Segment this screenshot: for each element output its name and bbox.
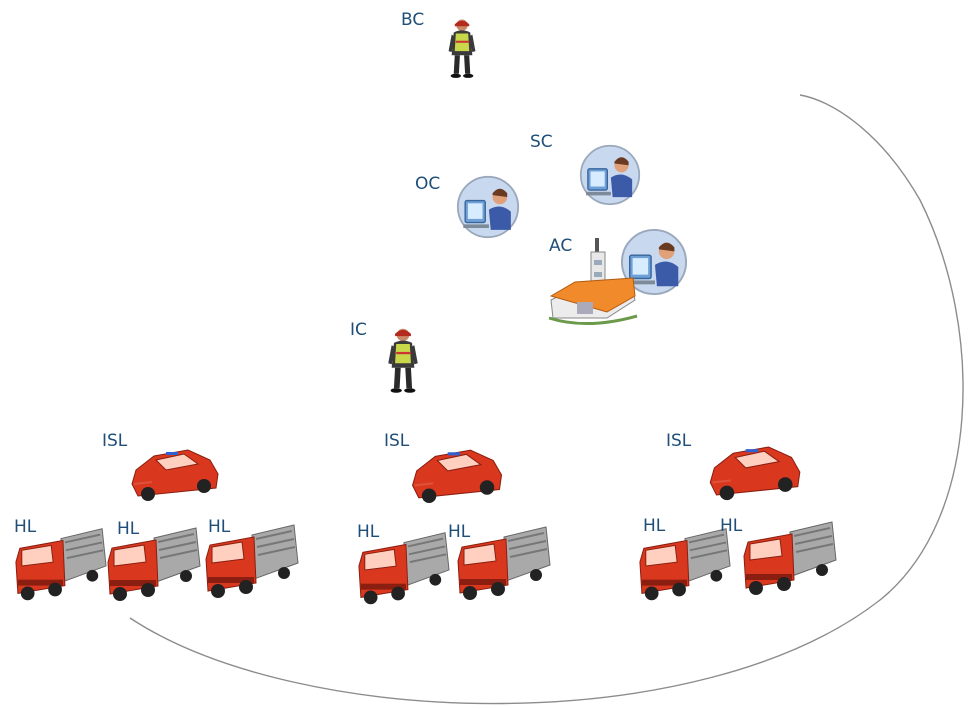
label-hl-3a: HL — [643, 516, 666, 536]
fire-truck-icon — [205, 524, 299, 599]
label-hl-1c: HL — [208, 517, 231, 537]
label-ic: IC — [350, 320, 367, 340]
label-oc: OC — [415, 174, 441, 194]
command-car-icon — [709, 445, 801, 502]
label-isl-1: ISL — [102, 431, 128, 451]
label-hl-3b: HL — [720, 516, 743, 536]
fire-truck-icon — [457, 526, 551, 601]
alarm-center-building-icon — [547, 238, 639, 326]
label-isl-3: ISL — [666, 431, 692, 451]
label-hl-2b: HL — [448, 522, 471, 542]
command-car-icon — [131, 449, 219, 502]
firefighter-icon — [388, 328, 418, 393]
dispatch-operator-icon — [579, 144, 641, 206]
label-bc: BC — [401, 10, 425, 30]
fire-truck-icon — [743, 521, 837, 596]
command-car-icon — [411, 449, 503, 504]
fire-truck-icon — [14, 527, 108, 602]
label-isl-2: ISL — [384, 431, 410, 451]
fire-truck-icon — [357, 531, 451, 606]
label-hl-2a: HL — [357, 522, 380, 542]
label-ac: AC — [549, 236, 573, 256]
firefighter-icon — [448, 19, 476, 78]
label-hl-1b: HL — [117, 519, 140, 539]
dispatch-operator-icon — [456, 175, 520, 239]
fire-truck-icon — [107, 527, 201, 602]
label-sc: SC — [530, 132, 553, 152]
fire-truck-icon — [638, 527, 732, 602]
label-hl-1a: HL — [14, 517, 37, 537]
